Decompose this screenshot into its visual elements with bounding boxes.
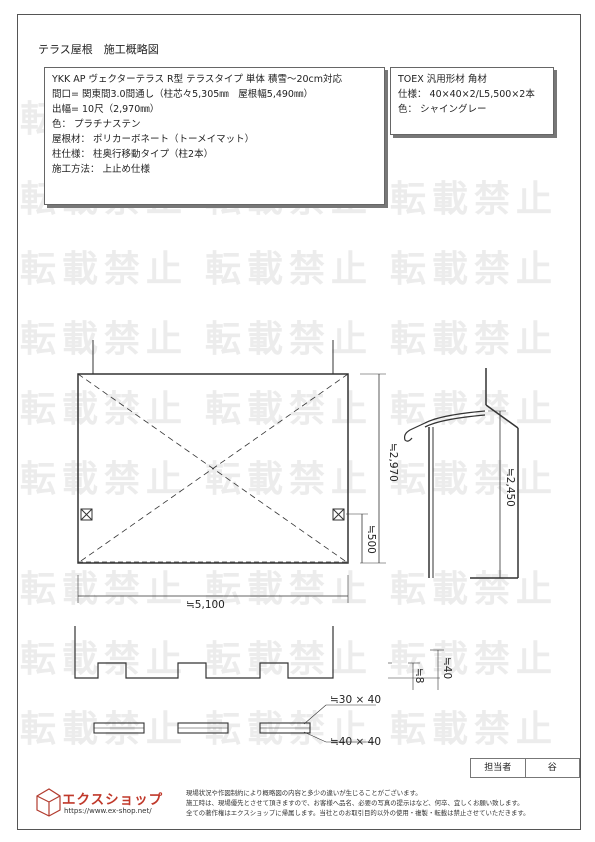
- watermark-text: 転載禁止: [20, 389, 189, 430]
- spec-line: 出幅= 10尺（2,970㎜）: [52, 104, 160, 115]
- post-marker-left: [80, 508, 93, 521]
- dimension-step-large: ≒40: [441, 657, 453, 680]
- roof-outline: [77, 373, 349, 564]
- watermark-text: 転載禁止: [390, 319, 559, 360]
- watermark-text: 転載禁止: [205, 569, 374, 610]
- logo-url: https://www.ex-shop.net/: [64, 807, 152, 815]
- dimension-bar-large: ≒40 × 40: [330, 736, 382, 748]
- material-box: TOEX 汎用形材 角材 仕様： 40×40×2/L5,500×2本 色： シャ…: [390, 67, 554, 135]
- stamp-label: 担当者: [471, 759, 526, 777]
- disclaimer-line: 全ての著作権はエクスショップに帰属します。当社とのお取引目的以外の使用・複製・転…: [186, 809, 530, 817]
- eave-line: [485, 404, 519, 429]
- dimension-offset: ≒500: [365, 525, 377, 554]
- spec-line: 施工方法： 上止め仕様: [52, 164, 151, 175]
- material-line: 仕様： 40×40×2/L5,500×2本: [398, 89, 535, 100]
- watermark-text: 転載禁止: [205, 319, 374, 360]
- spec-line: 色： プラチナステン: [52, 119, 141, 130]
- spec-line: 間口= 関東間3.0間通し（柱芯々5,305㎜ 屋根幅5,490㎜）: [52, 89, 313, 100]
- watermark-text: 転載禁止: [20, 249, 189, 290]
- watermark-text: 転載禁止: [390, 569, 559, 610]
- watermark-text: 転載禁止: [390, 249, 559, 290]
- material-line: TOEX 汎用形材 角材: [398, 74, 487, 85]
- disclaimer: 現場状況や作図制約により概略図の内容と多少の違いが生じることがございます。 施工…: [186, 788, 530, 818]
- watermark-text: 転載禁止: [390, 389, 559, 430]
- spec-line: YKK AP ヴェクターテラス R型 テラスタイプ 単体 積雪〜20cm対応: [52, 74, 343, 85]
- dimension-bar-small: ≒30 × 40: [330, 694, 382, 706]
- watermark-text: 転載禁止: [20, 319, 189, 360]
- logo-name: エクスショップ: [62, 792, 164, 808]
- plan-view: [77, 340, 386, 603]
- logo-box-icon: [36, 788, 61, 817]
- watermark-text: 転載禁止: [20, 709, 189, 750]
- disclaimer-line: 現場状況や作図制約により概略図の内容と多少の違いが生じることがございます。: [186, 789, 422, 797]
- watermark-text: 転載禁止: [390, 709, 559, 750]
- dimension-depth: ≒2,970: [387, 443, 399, 482]
- spec-line: 屋根材： ポリカーボネート（トーメイマット）: [52, 134, 255, 145]
- side-view: [403, 368, 519, 579]
- watermark-text: 転載禁止: [390, 459, 559, 500]
- watermark-text: 転載禁止: [20, 569, 189, 610]
- bar-section: [93, 704, 376, 743]
- material-line: 色： シャイングレー: [398, 104, 487, 115]
- page-title: テラス屋根 施工概略図: [38, 43, 159, 56]
- watermark-text: 転載禁止: [205, 459, 374, 500]
- dimension-height: ≒2,450: [504, 468, 516, 507]
- disclaimer-line: 施工時は、現場優先とさせて頂きますので、お客様へ品名、必要の写真の提示はなど、何…: [186, 799, 524, 807]
- roof-profile: [424, 410, 486, 424]
- watermark-text: 転載禁止: [205, 639, 374, 680]
- dimension-width: ≒5,100: [186, 599, 225, 611]
- watermark-text: 転載禁止: [390, 639, 559, 680]
- watermark-text: 転載禁止: [205, 249, 374, 290]
- watermark-text: 転載禁止: [390, 179, 559, 220]
- stamp-box: 担当者 谷: [470, 758, 580, 778]
- gutter-profile: [403, 422, 426, 442]
- watermark-text: 転載禁止: [20, 639, 189, 680]
- spec-line: 柱仕様： 柱奥行移動タイプ（柱2本）: [52, 149, 214, 160]
- drawing-frame: [17, 14, 581, 830]
- dimension-step-small: ≒8: [413, 668, 425, 684]
- watermark-text: 転載禁止: [205, 389, 374, 430]
- watermark-text: 転載禁止: [205, 709, 374, 750]
- diagonal-line: [77, 373, 349, 564]
- deck-section: [74, 626, 444, 690]
- watermark-text: 転載禁止: [20, 459, 189, 500]
- spec-box: YKK AP ヴェクターテラス R型 テラスタイプ 単体 積雪〜20cm対応 間…: [44, 67, 385, 205]
- stamp-name: 谷: [547, 763, 557, 773]
- post-marker-right: [332, 508, 345, 521]
